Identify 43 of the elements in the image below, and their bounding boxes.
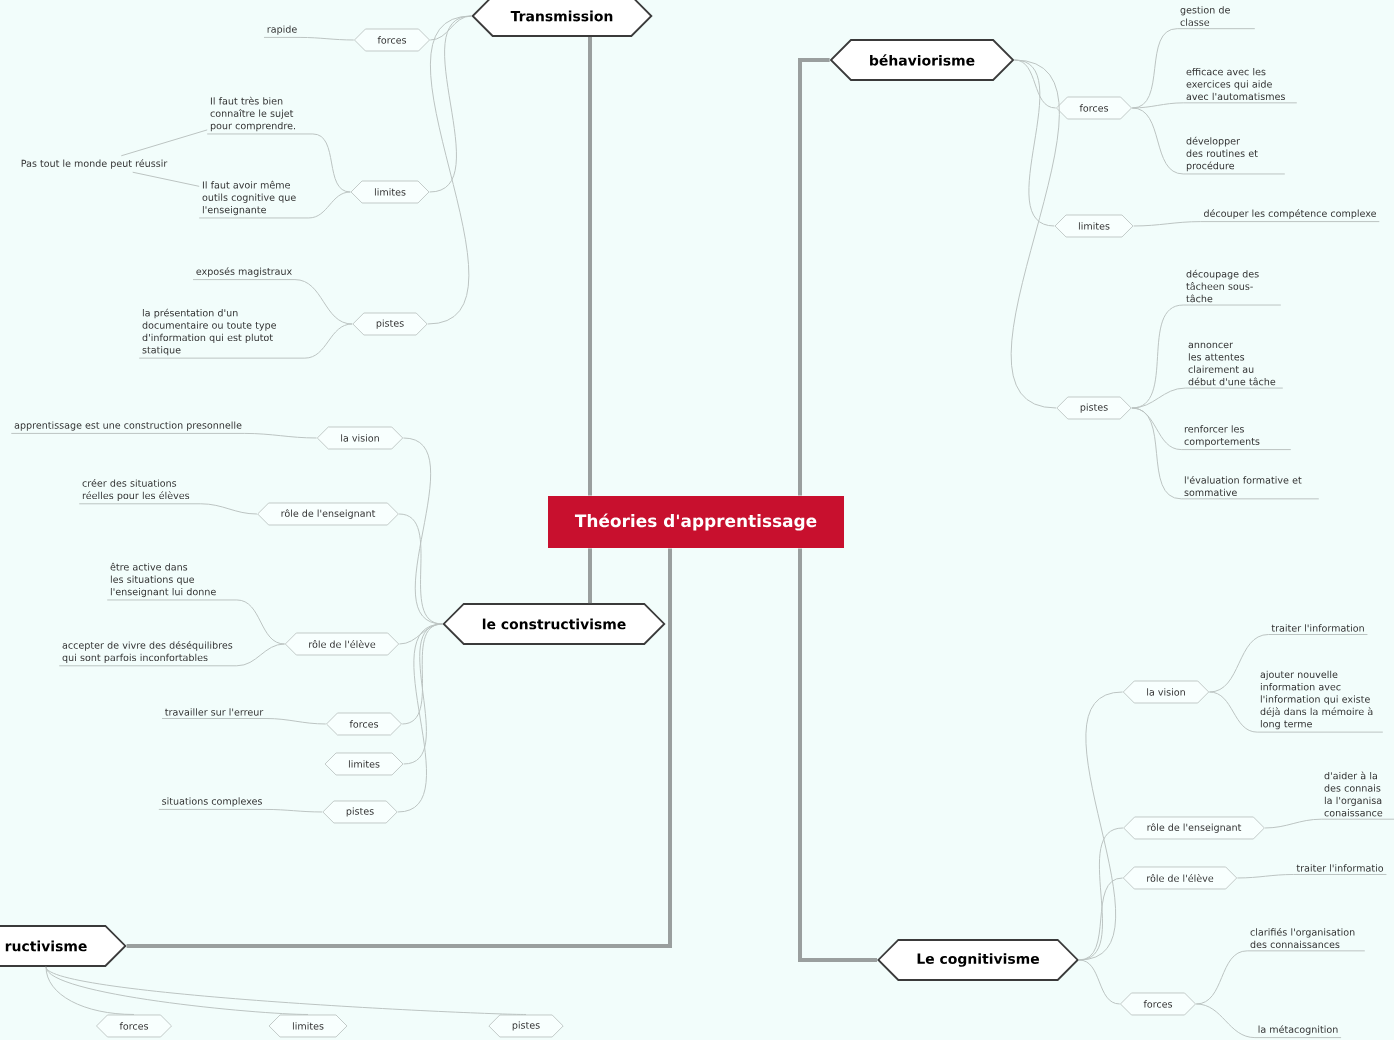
connector-line [398, 513, 443, 625]
connector-line [429, 15, 472, 41]
connector-line [263, 36, 355, 41]
connector-line [798, 548, 878, 962]
connector-line [588, 548, 592, 604]
central-topic-box: Théories d'apprentissage [548, 496, 844, 548]
connector-line [1078, 877, 1124, 961]
connector-line [1131, 107, 1286, 175]
connector-line [1208, 691, 1384, 733]
connector-line [192, 279, 353, 325]
connector-line [120, 129, 208, 157]
connector-line [1010, 59, 1060, 409]
connector-line [132, 171, 200, 187]
connector-line [1013, 59, 1057, 109]
connector-line [45, 966, 309, 1015]
connector-line [106, 599, 286, 645]
connector-line [126, 548, 672, 948]
connector-line [161, 718, 327, 725]
connector-line [397, 623, 443, 813]
connector-line [1195, 950, 1366, 1005]
connector-line [1195, 1003, 1342, 1039]
connector-line [1131, 407, 1320, 500]
connector-line [58, 643, 286, 667]
connector-line [10, 432, 318, 439]
connector-line [198, 191, 351, 219]
connector-line [798, 58, 830, 496]
connector-line [45, 966, 527, 1015]
connector-line [1131, 102, 1298, 109]
connector-line [1264, 818, 1394, 829]
connector-line [206, 133, 351, 193]
connector-line [1133, 221, 1380, 227]
connector-line [45, 966, 135, 1015]
connector-line [427, 15, 472, 325]
connector-line [1236, 874, 1387, 879]
connector-line [158, 808, 323, 813]
connector-line [1078, 959, 1121, 1005]
connector-line [588, 36, 592, 496]
connector-line [1131, 387, 1284, 409]
connector-line [1131, 407, 1292, 451]
connector-line [401, 623, 443, 725]
connector-line [78, 503, 258, 515]
connector-line [138, 323, 353, 359]
connector-line [1208, 634, 1368, 693]
